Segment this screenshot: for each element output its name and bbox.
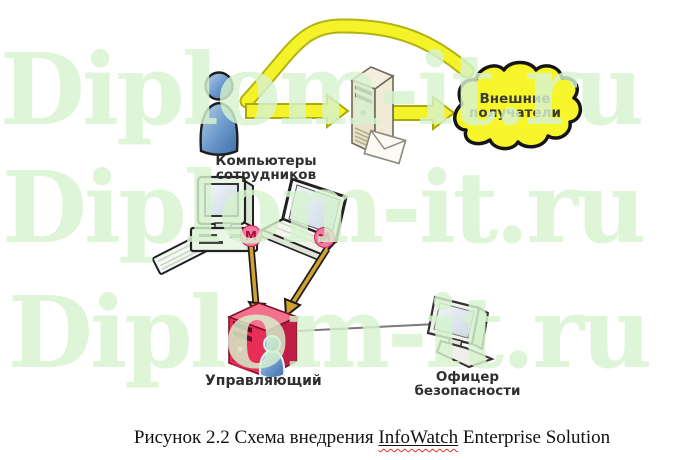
figure-caption: Рисунок 2.2 Схема внедрения InfoWatch En… xyxy=(0,427,686,449)
label-external-recipients: Внешние получатели xyxy=(469,91,561,121)
desktop-computer-icon xyxy=(152,175,259,275)
label-manager: Управляющий xyxy=(205,373,322,389)
label-security-officer: Офицер безопасности xyxy=(414,369,521,399)
management-server-icon xyxy=(226,302,300,379)
leak-arrow-curve xyxy=(239,18,475,109)
admin-person-icon xyxy=(258,335,286,379)
label-employee-computers: Компьютеры сотрудников xyxy=(215,153,317,183)
officer-monitor-icon xyxy=(426,295,495,369)
caption-infowatch: InfoWatch xyxy=(378,427,459,448)
caption-prefix: Рисунок 2.2 Схема внедрения xyxy=(133,427,379,448)
diagram-canvas xyxy=(152,18,583,379)
external-recipients-cloud xyxy=(453,60,583,151)
arrow-person-to-server xyxy=(245,92,350,130)
caption-suffix: Enterprise Solution xyxy=(458,427,611,448)
mail-server-icon xyxy=(350,66,407,165)
agent-badge-desktop: M xyxy=(240,225,262,247)
arrow-server-to-cloud xyxy=(392,94,456,132)
envelope-icon xyxy=(363,129,407,165)
connector-line xyxy=(296,323,438,332)
employee-person-icon xyxy=(199,71,239,156)
laptop-icon xyxy=(259,177,348,263)
